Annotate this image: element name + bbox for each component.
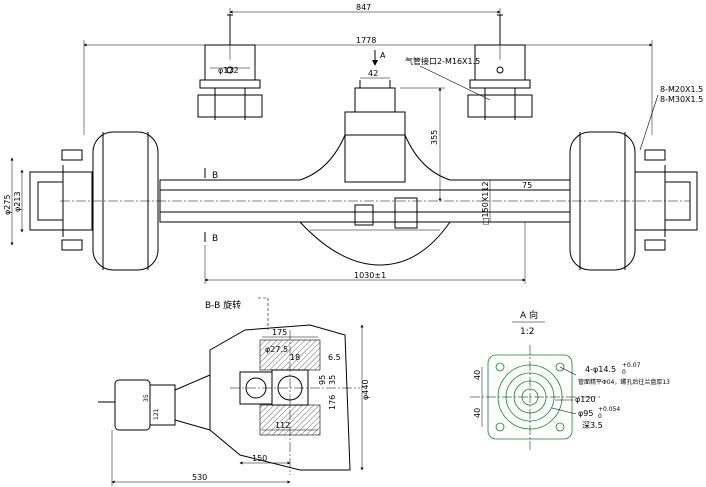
dim-150x112: □150X112 — [481, 181, 490, 225]
dim-35: 35 — [328, 375, 337, 385]
view-a-scale: 1:2 — [520, 327, 534, 337]
air-port-label: 气管接口2-M16X1.5 — [405, 56, 480, 66]
dim-phi275-front: φ275 — [3, 194, 12, 215]
holes-label: 4-φ14.5 — [585, 365, 616, 374]
dim-phi172: φ172 — [218, 66, 239, 75]
dim-phi95: φ95 — [578, 409, 593, 418]
dim-1778: 1778 — [356, 36, 376, 45]
dim-phi213: φ213 — [13, 191, 22, 212]
holes-tol-2: 0 — [622, 369, 626, 376]
dim-6-5: 6.5 — [328, 353, 341, 362]
view-a: A 向 1:2 40 40 4-φ14.5 +0.07 0 管面精平Φ04，螺孔… — [470, 309, 670, 450]
dim-phi95-tol: +0.054 — [598, 406, 620, 413]
section-b-bottom: B — [212, 234, 218, 244]
dim-phi120: φ120 — [575, 395, 596, 404]
view-a-title: A 向 — [520, 309, 538, 321]
bolt-label-top: 8-M20X1.5 — [660, 85, 703, 94]
dim-40-bottom: 40 — [473, 408, 482, 418]
view-arrow-a: A — [380, 51, 386, 60]
dim-176: 176 — [328, 395, 337, 410]
bolt-label-bottom: 8-M30X1.5 — [660, 95, 703, 104]
dim-95: 95 — [318, 375, 327, 385]
dim-150: 150 — [252, 454, 267, 463]
dim-112: 112 — [275, 421, 290, 430]
dim-175: 175 — [272, 328, 287, 337]
holes-tol: +0.07 — [622, 362, 641, 369]
section-title: B-B 旋转 — [205, 299, 241, 311]
dim-18: 18 — [290, 353, 300, 362]
section-b-top: B — [212, 171, 218, 181]
dim-42: 42 — [368, 69, 378, 78]
dim-phi95-tol-2: 0 — [598, 413, 602, 420]
dim-75: 75 — [522, 181, 532, 190]
dim-121: 121 — [153, 408, 160, 420]
dim-35b: 35 — [143, 394, 150, 402]
dim-1030: 1030±1 — [354, 271, 386, 280]
dim-phi440: φ440 — [361, 379, 370, 400]
dim-40-top: 40 — [473, 370, 482, 380]
dim-530: 530 — [192, 473, 207, 482]
depth-label: 深3.5 — [582, 421, 603, 430]
dim-355: 355 — [430, 130, 439, 145]
section-view: B-B 旋转 175 φ27.5 18 6.5 95 35 176 φ440 1… — [98, 297, 370, 486]
dim-phi27-5: φ27.5 — [265, 345, 288, 354]
flange-note: 管面精平Φ04，螺孔后往兰盘厚13 — [578, 378, 670, 386]
front-view: 847 1778 φ172 A 42 气管接口2-M16X1.5 — [3, 3, 703, 284]
dim-847: 847 — [356, 3, 371, 12]
